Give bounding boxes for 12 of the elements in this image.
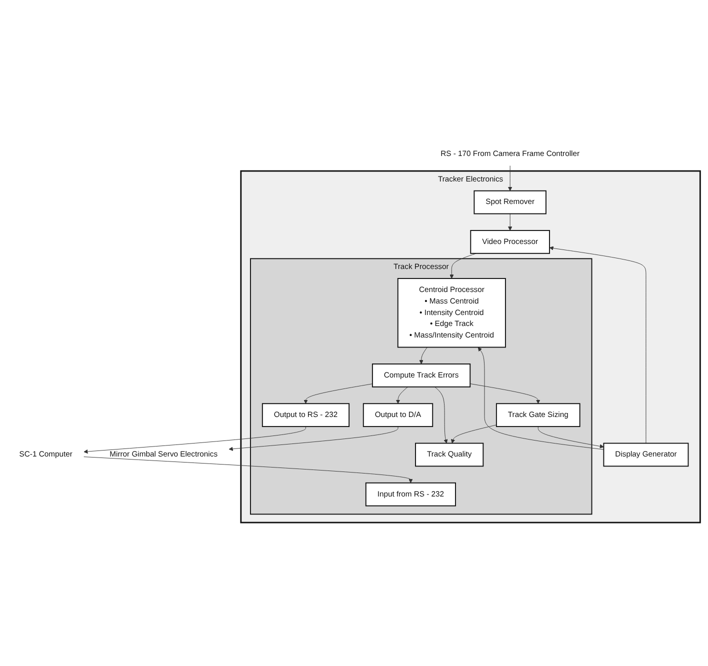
cluster <box>250 258 592 515</box>
node-box <box>262 403 350 428</box>
node-box <box>496 403 580 428</box>
node-box <box>397 278 506 348</box>
node-box <box>603 443 689 467</box>
node-box <box>372 364 471 388</box>
node-box <box>365 482 456 507</box>
cluster <box>240 170 701 524</box>
node-box <box>474 190 546 215</box>
node-box <box>415 443 484 467</box>
node-box <box>470 230 550 254</box>
node-box <box>362 403 434 428</box>
